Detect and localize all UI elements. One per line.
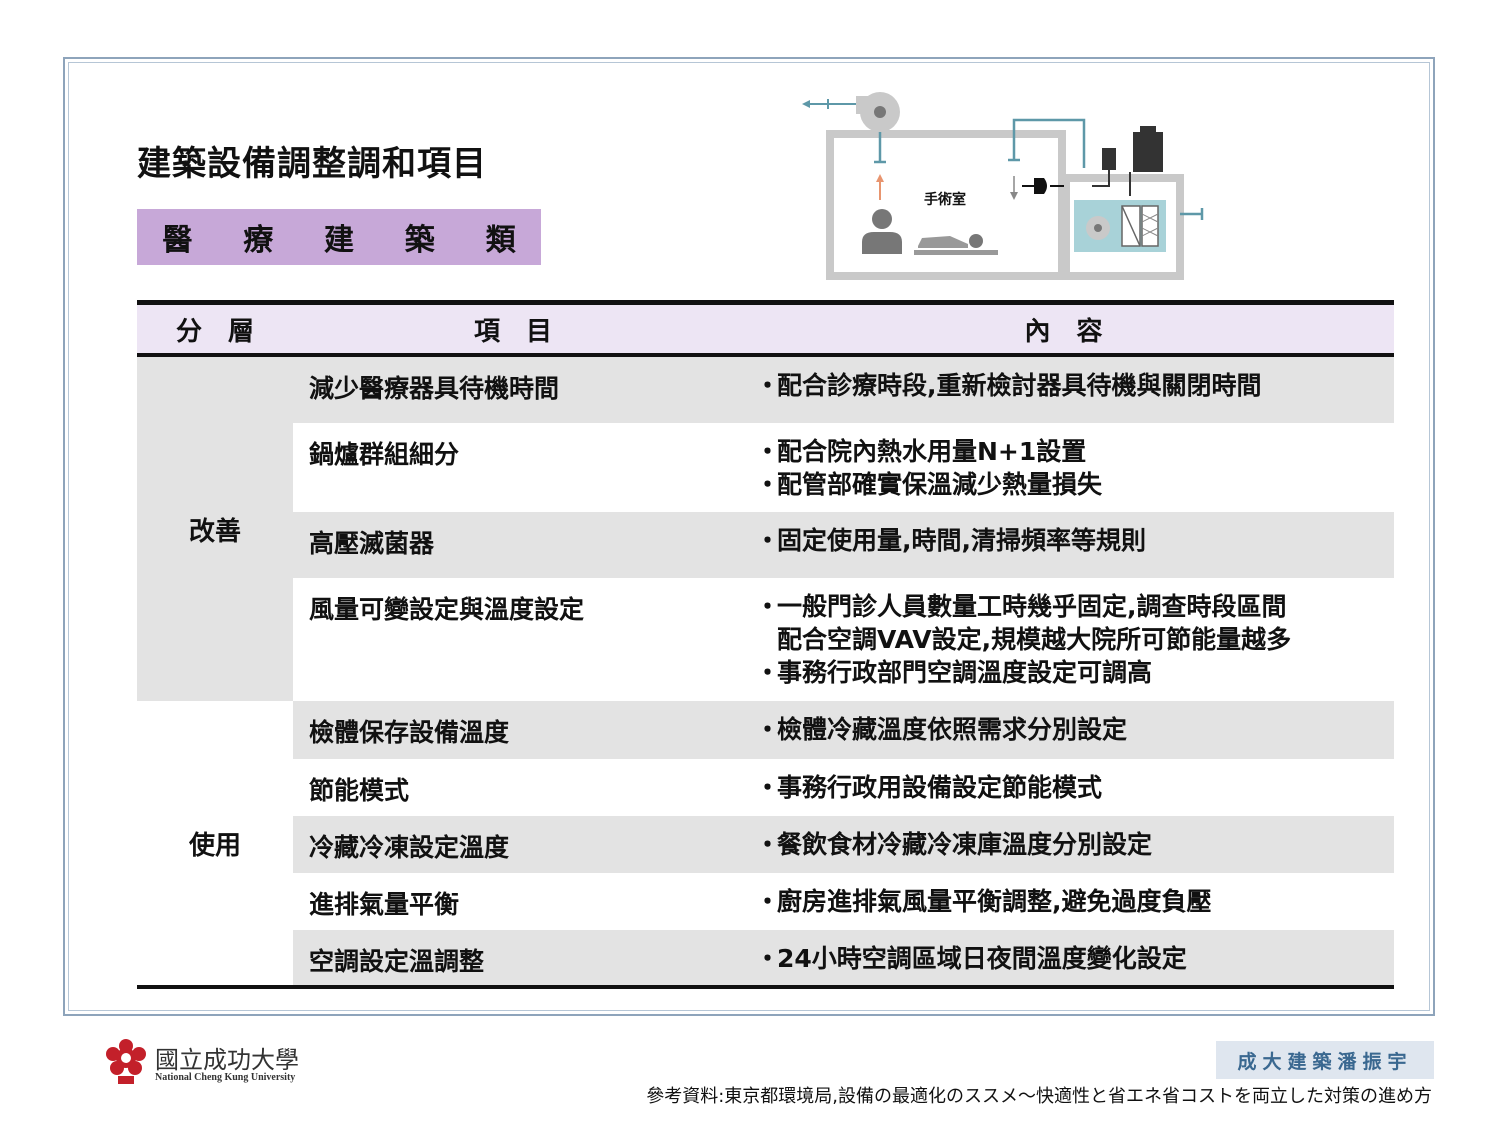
content-line: 廚房進排氣風量平衡調整,避免過度負壓 [777, 887, 1212, 916]
table-row: 節能模式 ・事務行政用設備設定節能模式 [293, 759, 1394, 816]
university-name-cn: 國立成功大學 [155, 1046, 299, 1074]
row-item: 檢體保存設備溫度 [309, 718, 510, 747]
content-line: 一般門診人員數量工時幾乎固定,調查時段區間 [777, 592, 1287, 621]
row-content: ・一般門診人員數量工時幾乎固定,調查時段區間 配合空調VAV設定,規模越大院所可… [755, 592, 1292, 687]
control-unit-icon [1092, 126, 1163, 196]
row-content: ・24小時空調區域日夜間溫度變化設定 [755, 944, 1187, 973]
table-row: 減少醫療器具待機時間 ・配合診療時段,重新檢討器具待機與關閉時間 [293, 357, 1394, 423]
content-line: 事務行政用設備設定節能模式 [777, 773, 1103, 802]
row-content: ・配合院內熱水用量N+1設置 ・配管部確實保溫減少熱量損失 [755, 437, 1103, 499]
category-char: 建 [323, 223, 354, 258]
category-char: 療 [243, 223, 274, 258]
category-char: 醫 [162, 223, 193, 258]
table-row: 進排氣量平衡 ・廚房進排氣風量平衡調整,避免過度負壓 [293, 873, 1394, 930]
university-name-en: National Cheng Kung University [155, 1072, 296, 1083]
exhaust-fan-icon [802, 92, 900, 132]
power-plug-icon [1022, 178, 1064, 194]
category-char: 築 [404, 223, 435, 258]
table-top-rule [137, 300, 1394, 305]
group-improve: 改善 減少醫療器具待機時間 ・配合診療時段,重新檢討器具待機與關閉時間 鍋爐群組… [137, 357, 1394, 701]
row-item: 冷藏冷凍設定溫度 [309, 833, 510, 862]
row-item: 減少醫療器具待機時間 [309, 374, 560, 403]
university-seal-icon [106, 1039, 146, 1084]
measures-table: 分 層 項 目 內 容 改善 減少醫療器具待機時間 ・配合診療時段,重新檢討器具… [137, 300, 1394, 989]
row-content: ・事務行政用設備設定節能模式 [755, 773, 1103, 802]
patient-bed-icon [914, 234, 998, 255]
table-header: 分 層 項 目 內 容 [137, 305, 1394, 357]
air-handling-unit-icon [1074, 200, 1204, 252]
table-row: 鍋爐群組細分 ・配合院內熱水用量N+1設置 ・配管部確實保溫減少熱量損失 [293, 423, 1394, 512]
header-content: 內 容 [1024, 316, 1103, 347]
table-row: 檢體保存設備溫度 ・檢體冷藏溫度依照需求分別設定 [293, 701, 1394, 759]
content-line: 配合空調VAV設定,規模越大院所可節能量越多 [777, 625, 1292, 654]
author-badge: 成大建築潘振宇 [1216, 1041, 1434, 1079]
page-title: 建築設備調整調和項目 [137, 144, 487, 184]
table-row: 風量可變設定與溫度設定 ・一般門診人員數量工時幾乎固定,調查時段區間 配合空調V… [293, 578, 1394, 701]
content-line: 配合診療時段,重新檢討器具待機與關閉時間 [777, 371, 1262, 400]
header-layer: 分 層 [175, 316, 254, 347]
content-line: 固定使用量,時間,清掃頻率等規則 [777, 526, 1146, 555]
slide-frame [63, 57, 1435, 1016]
row-item: 高壓滅菌器 [309, 529, 435, 558]
row-content: ・配合診療時段,重新檢討器具待機與關閉時間 [755, 371, 1262, 400]
row-item: 進排氣量平衡 [309, 890, 460, 919]
row-content: ・餐飲食材冷藏冷凍庫溫度分別設定 [755, 830, 1153, 859]
row-item: 鍋爐群組細分 [309, 440, 460, 469]
reference-note: 參考資料:東京都環境局,設備の最適化のススメ～快適性と省エネ省コストを両立した対… [646, 1086, 1432, 1107]
table-row: 空調設定溫調整 ・24小時空調區域日夜間溫度變化設定 [293, 930, 1394, 985]
row-content: ・固定使用量,時間,清掃頻率等規則 [755, 526, 1146, 555]
content-line: 配合院內熱水用量N+1設置 [777, 437, 1087, 466]
content-line: 餐飲食材冷藏冷凍庫溫度分別設定 [777, 830, 1153, 859]
layer-label: 使用 [137, 701, 293, 985]
content-line: 配管部確實保溫減少熱量損失 [777, 470, 1103, 499]
header-item: 項 目 [473, 316, 552, 347]
category-tag: 醫 療 建 築 類 [137, 209, 541, 265]
table-row: 冷藏冷凍設定溫度 ・餐飲食材冷藏冷凍庫溫度分別設定 [293, 816, 1394, 873]
layer-label: 改善 [137, 357, 293, 701]
content-line: 24小時空調區域日夜間溫度變化設定 [777, 944, 1187, 973]
room-label: 手術室 [924, 191, 966, 208]
content-line: 事務行政部門空調溫度設定可調高 [777, 658, 1153, 687]
category-char: 類 [485, 223, 516, 258]
table-bottom-rule [137, 985, 1394, 989]
table-row: 高壓滅菌器 ・固定使用量,時間,清掃頻率等規則 [293, 512, 1394, 578]
row-item: 空調設定溫調整 [309, 947, 485, 976]
row-content: ・廚房進排氣風量平衡調整,避免過度負壓 [755, 887, 1212, 916]
row-item: 節能模式 [309, 776, 410, 805]
content-line: 檢體冷藏溫度依照需求分別設定 [777, 715, 1128, 744]
university-logo: 國立成功大學 National Cheng Kung University [103, 1038, 303, 1088]
row-item: 風量可變設定與溫度設定 [309, 595, 585, 624]
group-usage: 使用 檢體保存設備溫度 ・檢體冷藏溫度依照需求分別設定 節能模式 ・事務行政用設… [137, 701, 1394, 985]
row-content: ・檢體冷藏溫度依照需求分別設定 [755, 715, 1128, 744]
doctor-icon [862, 209, 902, 254]
operating-room-diagram: 手術室 [802, 92, 1204, 280]
